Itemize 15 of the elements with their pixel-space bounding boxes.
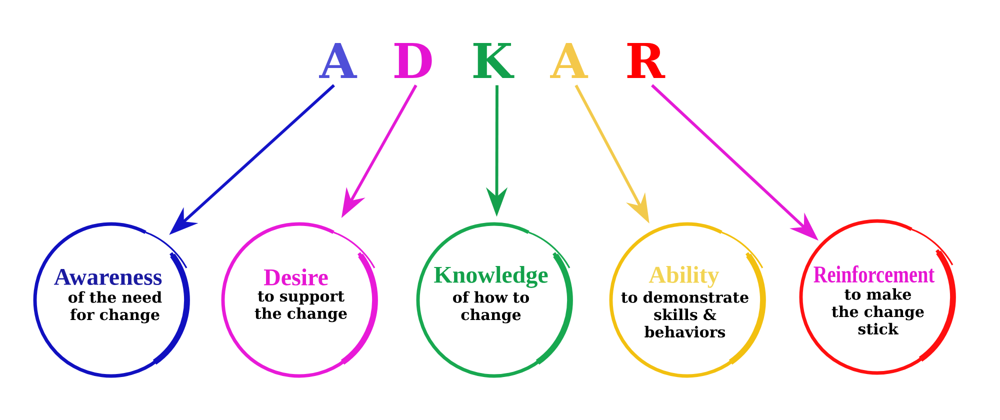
acronym-letter: A	[319, 43, 358, 78]
stage-title: Awareness	[54, 268, 162, 286]
acronym-letter: R	[627, 43, 666, 78]
stage-description: to demonstrate skills & behaviors	[621, 291, 748, 338]
acronym-letter: K	[473, 43, 514, 78]
stage-description: of the need for change	[68, 291, 162, 324]
stage-description: of how to change	[453, 291, 529, 324]
acronym-letter: D	[394, 43, 432, 78]
stage-title: Ability	[648, 266, 720, 288]
acronym-letter: A	[550, 43, 588, 78]
stage-description: to make the change stick	[832, 288, 924, 335]
stage-title: Knowledge	[434, 266, 548, 288]
stage-title: Desire	[264, 268, 328, 286]
stage-title: Reinforcement	[814, 265, 935, 283]
stage-description: to support the change	[254, 291, 347, 322]
